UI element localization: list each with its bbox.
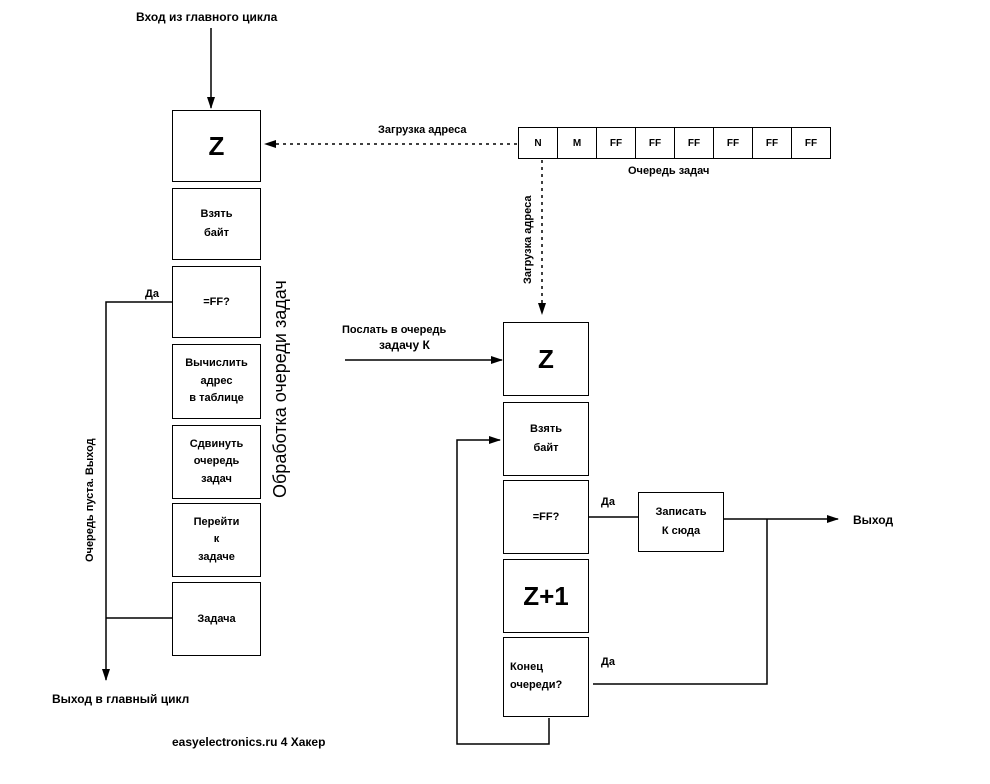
right-check-ff-box: =FF? [503,480,589,554]
load-address-label-h: Загрузка адреса [378,124,467,136]
queue-label: Очередь задач [628,165,710,177]
queue-cell-5: FF [713,127,753,159]
section-title: Обработка очереди задач [270,280,290,498]
left-check-ff-box: =FF? [172,266,261,338]
queue-cell-2: FF [596,127,636,159]
footer-credit: easyelectronics.ru 4 Хакер [172,735,326,749]
right-yes-label-2: Да [601,656,615,668]
load-address-label-v: Загрузка адреса [522,195,534,284]
right-yes-label-1: Да [601,496,615,508]
queue-empty-exit-label: Очередь пуста. Выход [84,438,96,562]
left-task-box: Задача [172,582,261,656]
exit-main-label: Выход в главный цикл [52,692,190,706]
left-take-byte-box: Взять байт [172,188,261,260]
right-z-plus-1-label: Z+1 [523,581,569,611]
write-here-box: Записать К сюда [638,492,724,552]
queue-cell-7: FF [791,127,831,159]
left-shift-queue-box: Сдвинуть очередь задач [172,425,261,499]
left-yes-label: Да [145,288,159,300]
queue-cell-3: FF [635,127,675,159]
left-z-label: Z [208,131,225,161]
queue-cell-4: FF [674,127,714,159]
queue-cell-1: M [557,127,597,159]
left-z-box: Z [172,110,261,182]
send-label-2: задачу К [379,338,430,352]
send-label-1: Послать в очередь [342,324,447,336]
right-z-label: Z [538,344,554,374]
left-compute-address-box: Вычислить адрес в таблице [172,344,261,419]
left-goto-task-box: Перейти к задаче [172,503,261,577]
right-z-plus-1-box: Z+1 [503,559,589,633]
right-exit-label: Выход [853,513,894,527]
entry-label: Вход из главного цикла [136,10,278,24]
right-end-of-queue-box: Конец очереди? [503,637,589,717]
right-z-box: Z [503,322,589,396]
right-take-byte-box: Взять байт [503,402,589,476]
queue-cell-6: FF [752,127,792,159]
queue-cell-0: N [518,127,558,159]
